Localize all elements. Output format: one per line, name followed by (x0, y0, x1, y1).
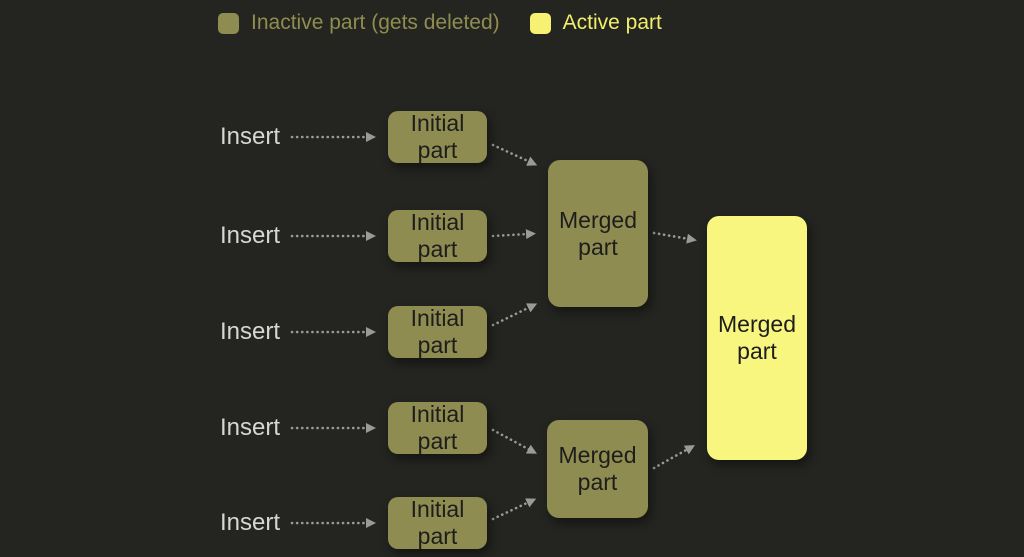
initial-part-box-3: Initial part (388, 305, 487, 358)
arrow-initial1-merged-top (491, 143, 538, 166)
insert-label-1: Insert (220, 123, 281, 150)
merged-part-box-bottom: Merged part (547, 420, 648, 518)
arrow-merged-top-final (652, 231, 697, 244)
insert-label-5: Insert (220, 509, 281, 536)
insert-label-3: Insert (220, 318, 281, 345)
arrow-merged-bottom-final (652, 445, 695, 470)
legend-inactive-label: Inactive part (gets deleted) (251, 11, 500, 34)
merged-part-box-top: Merged part (548, 160, 648, 307)
legend-item-inactive: Inactive part (gets deleted) (218, 10, 500, 36)
insert-label-2: Insert (220, 222, 281, 249)
arrow-initial5-merged-bottom (491, 498, 537, 521)
merged-part-box-final-active: Merged part (707, 216, 807, 460)
arrow-initial3-merged-top (491, 303, 538, 327)
inactive-part-swatch-icon (218, 12, 239, 34)
legend: Inactive part (gets deleted) Active part (218, 10, 662, 36)
initial-part-box-5: Initial part (388, 496, 487, 549)
legend-active-label: Active part (562, 11, 662, 34)
legend-item-active: Active part (529, 10, 662, 36)
insert-label-4: Insert (220, 414, 281, 441)
initial-part-box-4: Initial part (388, 401, 487, 454)
initial-part-box-1: Initial part (388, 110, 487, 163)
arrow-initial2-merged-top (491, 229, 536, 240)
active-part-swatch-icon (529, 12, 551, 34)
initial-part-box-2: Initial part (388, 209, 487, 262)
arrow-initial4-merged-bottom (491, 428, 538, 454)
